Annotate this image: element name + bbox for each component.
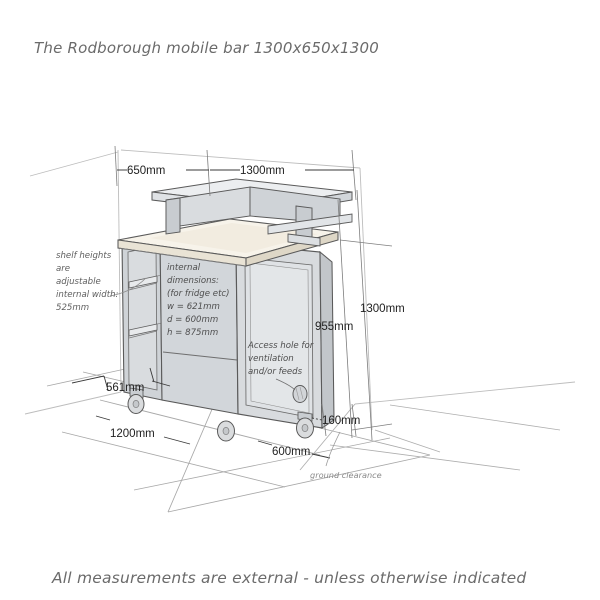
dim-ext-160 [321,403,357,437]
floor-projection-lines [46,343,431,513]
cabinet-left-face [121,233,163,401]
cabinet-right-block [235,243,335,429]
castors [127,387,314,442]
castor-front-right [296,411,314,439]
internal-dim-line-1: dimensions: [167,276,219,286]
room-perspective [24,149,576,431]
dim-line-1200 [95,415,191,445]
dim-label-160: 160mm [322,415,360,427]
shelf-height-note: shelf heights are adjustable internal wi… [56,251,119,313]
internal-dim-line-2: (for fridge etc) [167,289,230,299]
dim-label-561: 561mm [106,382,144,394]
floor-projection-lines-right [299,403,561,471]
access-hole [292,385,308,403]
dim-label-650: 650mm [127,165,165,177]
ground-clearance-leader [325,431,341,467]
access-hole-line-1: ventilation [248,354,294,364]
internal-dim-line-0: internal [167,263,201,273]
access-hole-line-0: Access hole for [247,341,314,351]
access-hole-leader [275,378,296,391]
internal-dim-line-5: h = 875mm [167,328,218,338]
access-hole-note: Access hole for ventilation and/or feeds [247,341,314,377]
internal-dim-line-3: w = 621mm [167,302,220,312]
dim-label-1300-right: 1300mm [360,303,405,315]
dim-label-955: 955mm [315,321,353,333]
page-title: The Rodborough mobile bar 1300x650x1300 [34,39,379,57]
dim-extensions-right [337,189,393,441]
shelf-note-line-4: 525mm [56,303,89,313]
dim-line-600 [257,440,331,459]
ground-clearance-label: ground clearance [310,470,382,480]
shelf-note-line-1: are [56,264,70,274]
dim-line-561 [71,367,171,391]
shelf-note-line-3: internal width: [56,290,119,300]
dim-label-1200: 1200mm [110,428,155,440]
shelf-note-line-2: adjustable [56,277,101,287]
shelf-note-line-0: shelf heights [56,251,112,261]
backbar-gantry [151,178,353,247]
access-hole-line-2: and/or feeds [248,367,303,377]
shelf-note-leader [109,277,147,297]
castor-front-left [127,387,145,414]
internal-dimensions-note: internal dimensions: (for fridge etc) w … [167,263,230,338]
internal-dim-line-4: d = 600mm [167,315,218,325]
dim-label-1300-top: 1300mm [240,165,285,177]
dim-extensions-top [114,145,357,201]
dim-label-600: 600mm [272,446,310,458]
dim-line-160 [311,417,323,421]
castor-back-left [217,420,235,442]
page-footer: All measurements are external - unless o… [51,569,526,587]
